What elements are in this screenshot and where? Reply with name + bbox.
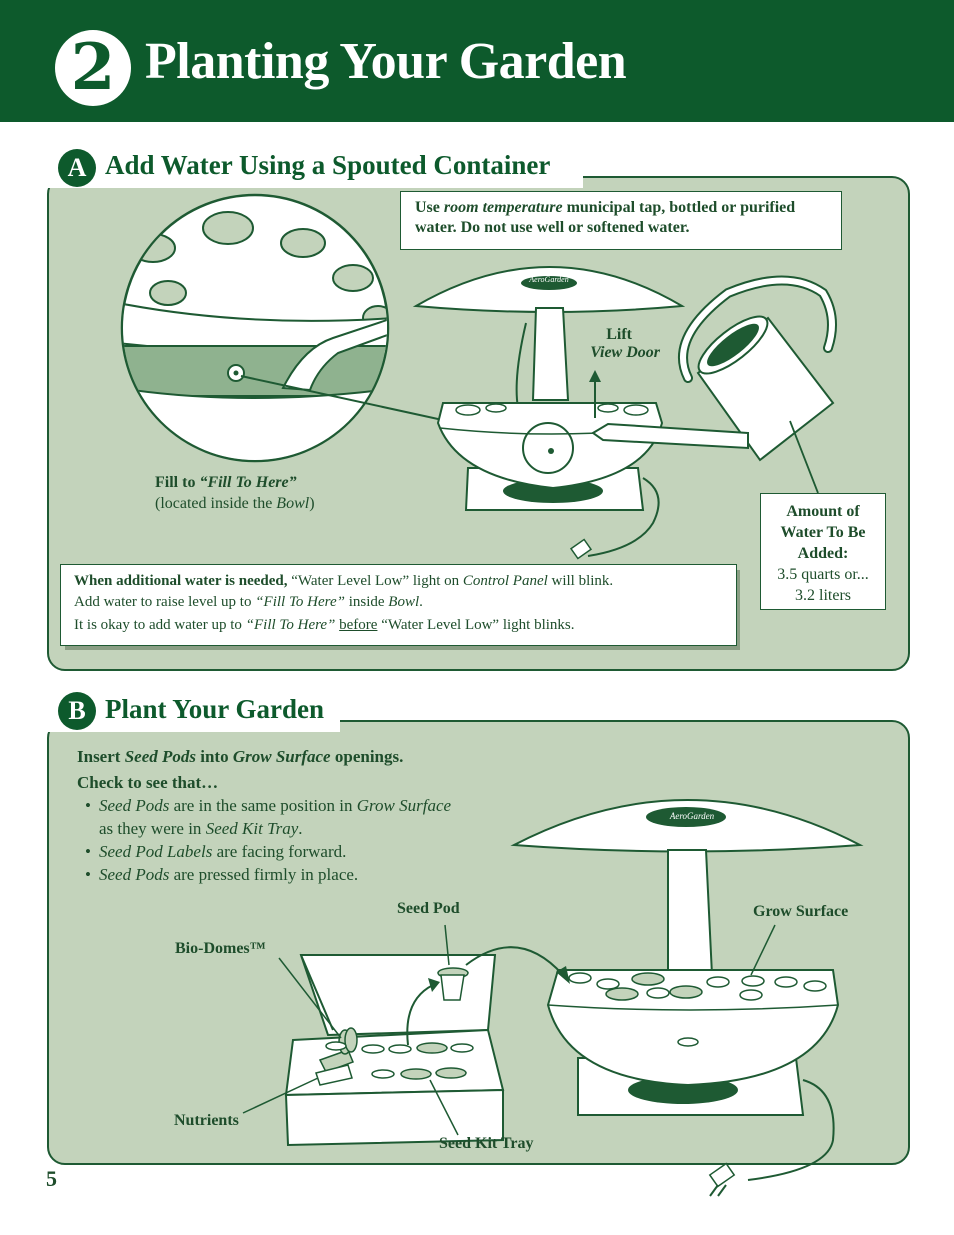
section-a-title: Add Water Using a Spouted Container bbox=[105, 150, 551, 180]
seed-kit-tray-label: Seed Kit Tray bbox=[439, 1135, 534, 1152]
seed-kit-box bbox=[242, 954, 505, 1147]
fill-to-here-label: Fill to “Fill To Here” (located inside t… bbox=[155, 474, 315, 512]
water-amount-box: Amount of Water To Be Added: 3.5 quarts … bbox=[760, 493, 886, 610]
planting-illustration bbox=[242, 799, 864, 1197]
seed-pod-label: Seed Pod bbox=[397, 900, 460, 917]
seed-pod bbox=[406, 924, 570, 1046]
nutrients-label: Nutrients bbox=[174, 1112, 239, 1129]
section-b-title-bg bbox=[48, 692, 340, 732]
section-a-letter: A bbox=[58, 149, 96, 187]
magnified-bowl-view bbox=[120, 193, 390, 463]
garden-unit-b bbox=[510, 799, 864, 1197]
watering-can bbox=[591, 275, 837, 494]
bullet-item: Seed Pods are in the same position in Gr… bbox=[77, 794, 457, 840]
section-a-title-bg bbox=[48, 148, 583, 188]
garden-unit-a bbox=[412, 266, 686, 560]
bio-domes-label: Bio-Domes™ bbox=[175, 940, 266, 957]
section-b-title: Plant Your Garden bbox=[105, 694, 325, 724]
page-number: 5 bbox=[46, 1166, 57, 1191]
water-fill-illustration bbox=[120, 193, 837, 560]
water-note-box: Use room temperature municipal tap, bott… bbox=[400, 191, 842, 250]
step-number-badge: 2 bbox=[55, 30, 131, 106]
lift-view-door-label: Lift View Door bbox=[590, 326, 660, 361]
check-bullets: Seed Pods are in the same position in Gr… bbox=[77, 794, 457, 886]
header-band bbox=[0, 0, 954, 122]
page-title: Planting Your Garden bbox=[145, 33, 627, 90]
step-number: 2 bbox=[70, 30, 116, 105]
brand-logo-b: AeroGarden bbox=[669, 811, 715, 821]
grow-surface-label: Grow Surface bbox=[753, 903, 849, 920]
planting-instructions: Insert Seed Pods into Grow Surface openi… bbox=[77, 747, 404, 792]
brand-logo-a: AeroGarden bbox=[529, 275, 569, 284]
section-b-letter: B bbox=[58, 692, 96, 730]
bullet-item: Seed Pods are pressed firmly in place. bbox=[77, 863, 457, 886]
water-note-text: Use room temperature municipal tap, bott… bbox=[415, 199, 796, 236]
additional-water-box: When additional water is needed, “Water … bbox=[60, 564, 737, 646]
bullet-item: Seed Pod Labels are facing forward. bbox=[77, 840, 457, 863]
